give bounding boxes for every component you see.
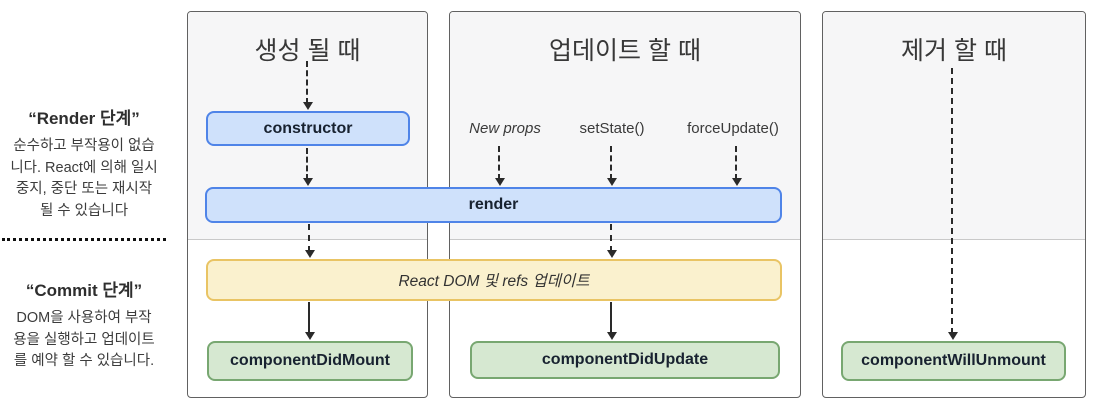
arrow-force-update-to-render (732, 146, 742, 186)
arrow-set-state-to-render (607, 146, 617, 186)
phase-dotted-divider (2, 238, 166, 241)
render-phase-text-line: 순수하고 부작용이 없습 (13, 138, 155, 154)
arrow-mount-to-constructor (303, 61, 313, 110)
arrow-render-to-dom-update-mount (305, 224, 315, 258)
commit-phase-text-line: 를 예약 할 수 있습니다. (13, 353, 155, 369)
commit-phase-text-line: 용을 실행하고 업데이트 (13, 331, 155, 348)
node-component-did-mount: componentDidMount (207, 341, 413, 381)
arrow-render-to-dom-update-update (607, 224, 617, 258)
panel-unmount-title: 제거 할 때 (901, 37, 1007, 65)
node-component-did-update: componentDidUpdate (470, 341, 780, 379)
panel-update-title: 업데이트 할 때 (549, 37, 701, 65)
arrow-dom-update-to-did-mount (305, 302, 315, 340)
panel-unmount-render-region (823, 12, 1085, 240)
trigger-set-state: setState() (579, 120, 645, 137)
trigger-force-update: forceUpdate() (687, 120, 779, 137)
commit-phase-text-line: DOM을 사용하여 부작 (16, 310, 152, 326)
arrow-new-props-to-render (495, 146, 505, 186)
render-phase-text-line: 중지, 중단 또는 재시작 (15, 181, 153, 197)
render-phase-text-line: 니다. React에 의해 일시 (10, 159, 158, 176)
arrow-constructor-to-render (303, 148, 313, 186)
trigger-new-props: New props (469, 120, 541, 137)
node-render: render (205, 187, 782, 223)
render-phase-title: “Render 단계” (28, 109, 140, 128)
panel-unmount: 제거 할 때 (822, 11, 1086, 398)
render-phase-note: “Render 단계” 순수하고 부작용이 없습 니다. React에 의해 일… (0, 104, 168, 222)
commit-phase-title: “Commit 단계” (25, 281, 143, 300)
node-constructor: constructor (206, 111, 410, 146)
panel-mount-title: 생성 될 때 (254, 37, 361, 65)
arrow-dom-update-to-did-update (607, 302, 617, 340)
render-phase-text-line: 될 수 있습니다 (39, 202, 129, 219)
node-component-will-unmount: componentWillUnmount (841, 341, 1066, 381)
arrow-unmount-to-will-unmount (948, 68, 958, 340)
node-react-dom-update: React DOM 및 refs 업데이트 (206, 259, 782, 301)
commit-phase-note: “Commit 단계” DOM을 사용하여 부작 용을 실행하고 업데이트 를 … (0, 276, 168, 373)
